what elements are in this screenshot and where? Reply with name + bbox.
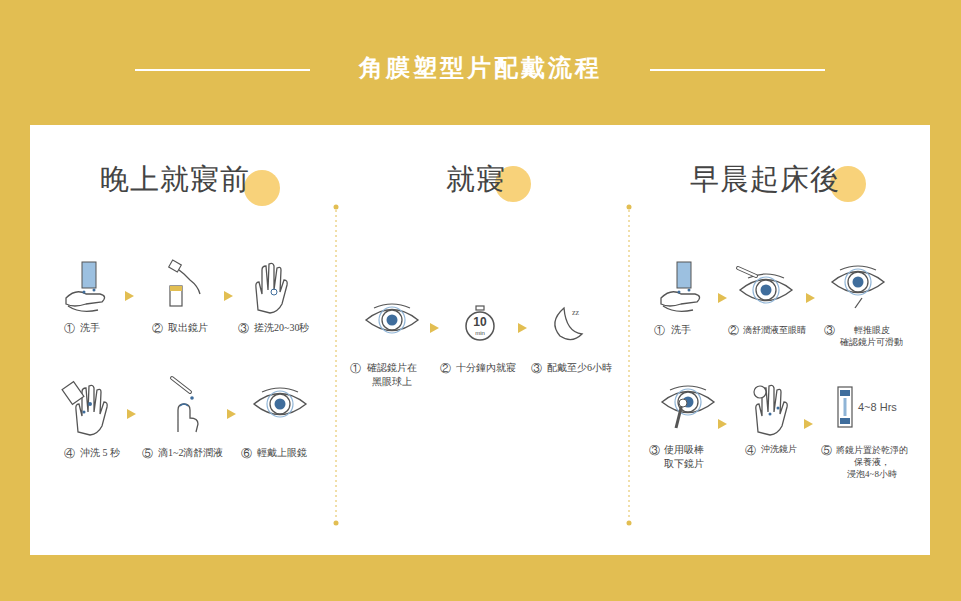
step-text: 輕推眼皮 確認鏡片可滑動 (840, 324, 903, 348)
step-number: ① (64, 321, 75, 336)
step-text: 輕戴上眼鏡 (257, 446, 307, 460)
step-number: ③ (238, 321, 249, 336)
step-text: 使用吸棒 取下鏡片 (664, 443, 704, 470)
step-number: ⑤ (821, 443, 832, 458)
column-heading: 早晨起床後 (690, 160, 840, 199)
step-text: 洗手 (671, 323, 691, 337)
step-number: ④ (64, 446, 75, 461)
step-number: ⑤ (142, 446, 153, 461)
step-text: 沖洗鏡片 (761, 443, 797, 455)
step-text: 確認鏡片在 黑眼球上 (367, 361, 417, 388)
step-text: 取出鏡片 (168, 321, 208, 335)
step-text: 十分鐘內就寢 (456, 361, 516, 375)
step-number: ② (728, 323, 739, 338)
timer-number: 10 (473, 314, 486, 330)
step-number: ④ (745, 443, 756, 458)
step-number: ② (440, 361, 451, 376)
soak-time: 4~8 Hrs (858, 400, 897, 415)
step-text: 搓洗20~30秒 (254, 321, 309, 335)
step-text: 將鏡片置於乾淨的 保養液，浸泡4~8小時 (836, 444, 908, 480)
step-number: ⑥ (241, 446, 252, 461)
page-title: 角膜塑型片配戴流程 (0, 52, 961, 84)
step-number: ③ (531, 361, 542, 376)
column-heading: 就寢 (446, 160, 506, 199)
step-text: 滴1~2滴舒潤液 (158, 446, 223, 460)
step-number: ② (152, 321, 163, 336)
timer-unit: min (475, 329, 485, 337)
step-number: ③ (649, 443, 660, 458)
step-text: 洗手 (80, 321, 100, 335)
sleep-mark: zz (572, 308, 579, 319)
step-number: ① (654, 323, 665, 338)
step-text: 配戴至少6小時 (547, 361, 612, 375)
step-number: ① (350, 361, 361, 376)
step-text: 滴舒潤液至眼睛 (743, 324, 806, 336)
column-heading: 晚上就寢前 (100, 160, 250, 199)
step-text: 沖洗 5 秒 (80, 446, 120, 460)
step-number: ③ (824, 323, 835, 338)
